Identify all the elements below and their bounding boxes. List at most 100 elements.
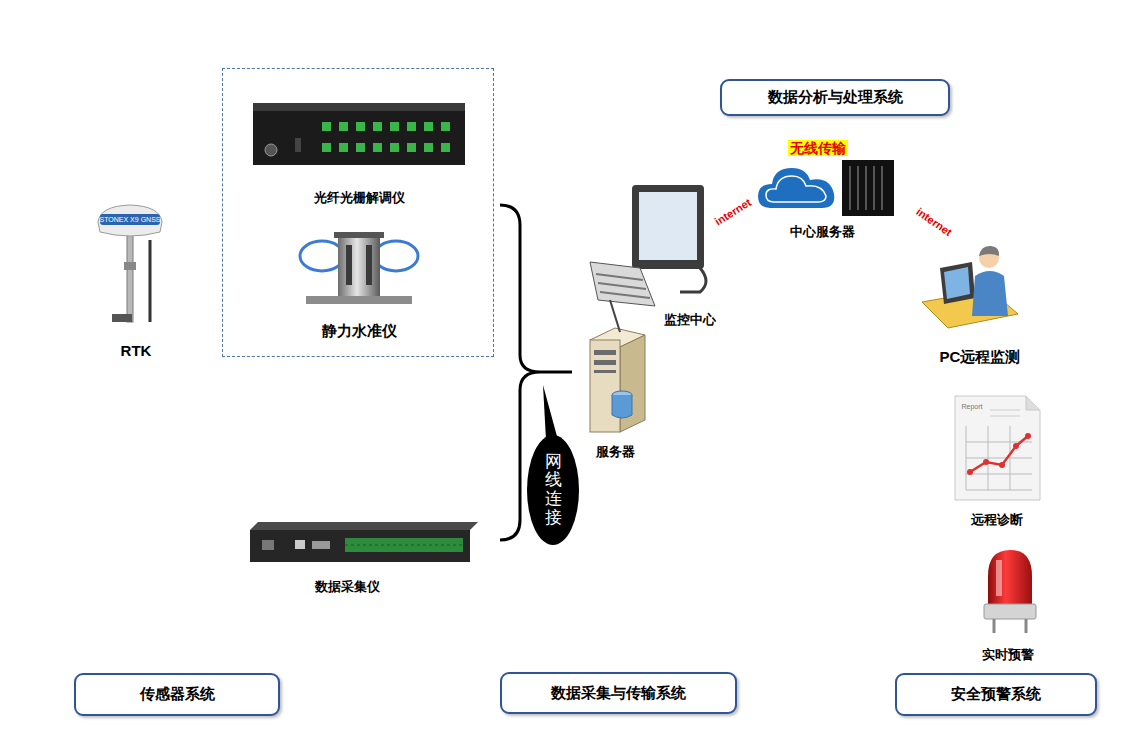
pc-screen: [944, 267, 970, 299]
logger-top: [250, 522, 478, 530]
monitoring-workstation: [590, 185, 706, 332]
report-paper: [955, 396, 1040, 500]
chart-point: [1013, 443, 1019, 449]
port: [356, 122, 365, 131]
report-fold: [1026, 396, 1040, 410]
report-lines: [990, 410, 1020, 416]
terminal-block: [345, 538, 463, 552]
link-label: internet: [713, 196, 754, 228]
device-label: PC远程监测: [940, 348, 1021, 365]
port: [441, 122, 450, 131]
device-label: 数据采集仪: [315, 580, 380, 595]
logger-port: [295, 540, 305, 549]
level-rod: [366, 245, 372, 285]
rack-body: [842, 160, 894, 216]
chart-point: [983, 459, 989, 465]
alarm-legs: [994, 619, 1026, 633]
rtk-pole: [127, 232, 133, 322]
port: [424, 143, 433, 152]
monitor-cable: [680, 268, 706, 292]
port: [373, 143, 382, 152]
callout-oval: 网线连接: [527, 435, 579, 545]
system-box: 传感器系统: [74, 673, 280, 716]
system-title: 数据分析与处理系统: [768, 88, 903, 107]
oval-fill: [527, 435, 579, 545]
logger-port: [262, 540, 274, 550]
device-label: 中心服务器: [790, 225, 855, 240]
system-title: 安全预警系统: [951, 685, 1041, 704]
drive-slot: [594, 350, 616, 355]
device-knob: [265, 144, 277, 156]
system-title: 传感器系统: [140, 685, 215, 704]
tower-front: [590, 340, 620, 432]
fbg-demodulator: [253, 103, 465, 165]
rack-slots: [850, 166, 882, 210]
fiber-loop: [374, 241, 418, 271]
logger-front: [250, 530, 470, 562]
device-case: [253, 103, 465, 165]
fiber-loop: [300, 241, 344, 271]
alarm-base: [984, 604, 1036, 619]
chart-line: [970, 436, 1028, 472]
person-hair: [979, 246, 999, 256]
device-label: 静力水准仪: [322, 322, 397, 341]
level-cylinder: [338, 232, 380, 298]
server-rack: [842, 160, 894, 216]
fiber-ports: [322, 122, 450, 152]
port: [322, 122, 331, 131]
port: [339, 122, 348, 131]
port: [339, 143, 348, 152]
drive-slot: [594, 360, 616, 365]
system-box: 安全预警系统: [895, 673, 1097, 716]
alarm-highlight: [996, 560, 1002, 596]
rtk-receiver: [98, 205, 162, 322]
chart-point: [1025, 433, 1031, 439]
cloud-icon: [758, 168, 834, 208]
device-label: 监控中心: [664, 313, 716, 328]
brand-mark: STONEX X9 GNSS: [100, 216, 161, 224]
person-body: [972, 271, 1008, 316]
static-level: [300, 232, 418, 304]
rtk-band: [100, 214, 160, 225]
monitor-screen: [639, 192, 697, 260]
system-title: 数据采集与传输系统: [551, 684, 686, 703]
device-label: 光纤光栅解调仪: [314, 189, 405, 207]
rtk-antenna: [149, 240, 152, 322]
sensor-group-box: 光纤光栅解调仪静力水准仪: [222, 68, 494, 357]
chart-points: [967, 433, 1031, 475]
device-label: 服务器: [596, 445, 635, 460]
bracket-link: [540, 371, 572, 374]
level-base: [306, 296, 412, 304]
rtk-clamp: [124, 262, 136, 270]
monitor-frame: [632, 185, 704, 269]
keyboard: [590, 262, 655, 306]
logger-port: [312, 541, 330, 549]
port: [424, 122, 433, 131]
chart-grid: [966, 426, 1032, 490]
cloud-outline: [766, 176, 826, 202]
rtk-head: [98, 205, 162, 236]
drive-slot: [594, 370, 616, 373]
device-label: 远程诊断: [971, 513, 1023, 528]
rtk-clamp: [112, 314, 132, 322]
cloud: [758, 168, 834, 208]
pc-user-icon: [922, 246, 1018, 328]
chart-point: [967, 469, 973, 475]
device-switch: [295, 138, 301, 152]
callout-text: 网线连接: [545, 453, 562, 528]
report-title: Report: [961, 403, 982, 411]
system-box: 数据分析与处理系统: [720, 79, 950, 116]
port: [356, 143, 365, 152]
port: [390, 122, 399, 131]
port: [373, 122, 382, 131]
callout-pointer: [543, 385, 558, 440]
data-logger: [250, 522, 478, 562]
terminal-pins: [345, 545, 463, 546]
keyboard-cable: [610, 300, 620, 332]
chart-point: [999, 462, 1005, 468]
port: [441, 143, 450, 152]
link-label: internet: [914, 205, 954, 238]
server-tower: [590, 328, 645, 432]
